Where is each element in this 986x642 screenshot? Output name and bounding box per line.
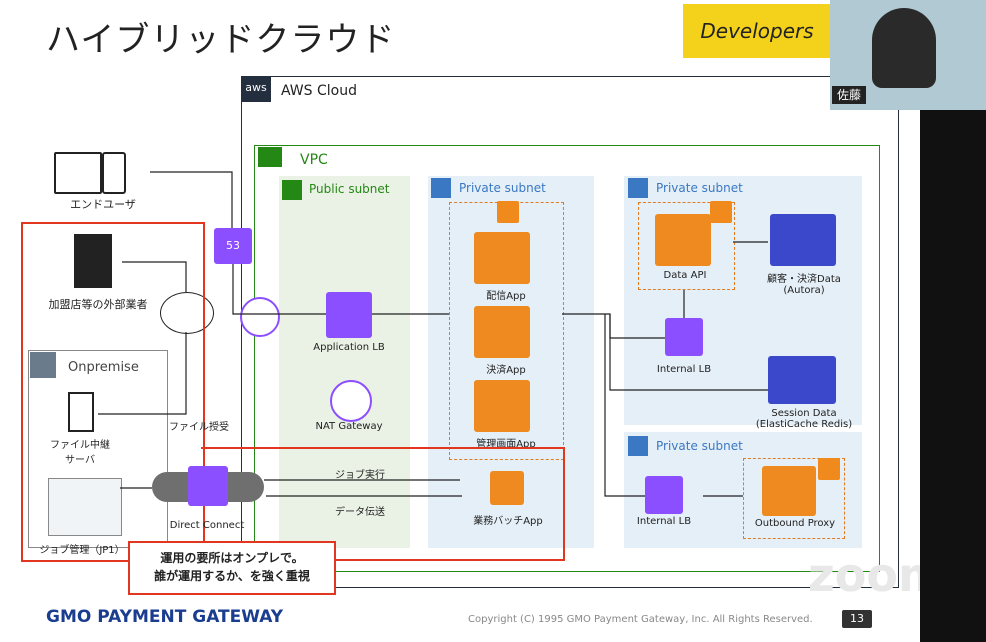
data-api-icon: [655, 214, 711, 266]
batch-app-icon: [490, 471, 524, 505]
nat-gateway-icon: [330, 380, 372, 422]
route53-icon: 53: [214, 228, 252, 264]
batch-highlight-box: [201, 447, 565, 561]
aurora-label: 顧客・決済Data (Autora): [767, 274, 841, 296]
internet-gateway-icon: [240, 297, 280, 337]
internal-lb-icon: [665, 318, 703, 356]
data-transfer-label: データ伝送: [335, 507, 385, 518]
participant-avatar: [872, 8, 936, 88]
zoom-side-panel: [920, 110, 986, 642]
server-icon: [68, 392, 94, 432]
onpremise-boundary: [28, 350, 168, 548]
callout-line1: 運用の要所はオンプレで。: [160, 551, 304, 565]
aurora-db-icon: [770, 214, 836, 266]
public-subnet: [279, 176, 410, 548]
merchants-label: 加盟店等の外部業者: [48, 298, 148, 311]
kanri-app-label: 管理画面App: [476, 439, 536, 450]
application-lb-label: Application LB: [313, 342, 385, 353]
onpremise-label: Onpremise: [68, 360, 139, 375]
haishin-app-icon: [474, 232, 530, 284]
onpremise-icon: [30, 352, 56, 378]
building-icon: [74, 234, 112, 288]
outbound-proxy-icon: [762, 466, 816, 516]
desktop-icon: [54, 152, 102, 194]
participant-name: 佐藤: [832, 86, 866, 104]
outbound-proxy-label: Outbound Proxy: [754, 518, 836, 529]
job-exec-label: ジョブ実行: [335, 470, 385, 481]
vpc-label: VPC: [300, 152, 328, 168]
api-autoscaling-group: [638, 202, 735, 290]
vpc-icon: [258, 147, 282, 167]
direct-connect-icon: [188, 466, 228, 506]
job-management-screenshot: [48, 478, 122, 536]
autoscaling-icon: [497, 201, 519, 223]
footer-brand-logo: GMO PAYMENT GATEWAY: [46, 607, 284, 627]
lock-icon: [282, 180, 302, 200]
file-transfer-label: ファイル授受: [169, 422, 229, 433]
autoscaling-icon: [818, 458, 840, 480]
private-subnet-label: Private subnet: [459, 181, 546, 195]
application-lb-icon: [326, 292, 372, 338]
callout-line2: 誰が運用するか、を強く重視: [154, 569, 310, 583]
lock-icon: [628, 436, 648, 456]
nat-gateway-label: NAT Gateway: [315, 421, 383, 432]
internal-lb-label: Internal LB: [636, 516, 692, 527]
internet-cloud-icon: [160, 292, 214, 334]
private-subnet-label: Private subnet: [656, 181, 743, 195]
kanri-app-icon: [474, 380, 530, 432]
page-number: 13: [842, 610, 872, 628]
data-api-label: Data API: [663, 270, 707, 281]
callout-box: 運用の要所はオンプレで。 誰が運用するか、を強く重視: [128, 541, 336, 595]
aws-cloud-label: AWS Cloud: [281, 83, 357, 99]
mobile-icon: [102, 152, 126, 194]
internal-lb-icon: [645, 476, 683, 514]
public-subnet-label: Public subnet: [309, 182, 390, 196]
job-management-label: ジョブ管理（JP1）: [39, 545, 125, 556]
lock-icon: [431, 178, 451, 198]
haishin-app-label: 配信App: [486, 291, 526, 302]
batch-app-label: 業務バッチApp: [473, 516, 543, 527]
elasticache-icon: [768, 356, 836, 404]
footer-copyright: Copyright (C) 1995 GMO Payment Gateway, …: [468, 614, 813, 625]
session-data-label: Session Data (ElastiCache Redis): [755, 408, 853, 430]
vpc-boundary: [254, 145, 880, 572]
slide-title: ハイブリッドクラウド: [46, 20, 396, 60]
direct-connect-label: Direct Connect: [169, 520, 245, 531]
end-user-label: エンドユーザ: [70, 198, 136, 211]
kessai-app-label: 決済App: [486, 365, 526, 376]
onpremise-highlight-box: [21, 222, 205, 562]
file-relay-label: ファイル中継 サーバ: [50, 440, 110, 466]
aws-logo-icon: aws: [241, 76, 271, 102]
internal-lb-label: Internal LB: [656, 364, 712, 375]
lock-icon: [628, 178, 648, 198]
private-subnet-label: Private subnet: [656, 439, 743, 453]
proxy-autoscaling-group: [743, 458, 845, 539]
kessai-app-icon: [474, 306, 530, 358]
autoscaling-icon: [710, 201, 732, 223]
